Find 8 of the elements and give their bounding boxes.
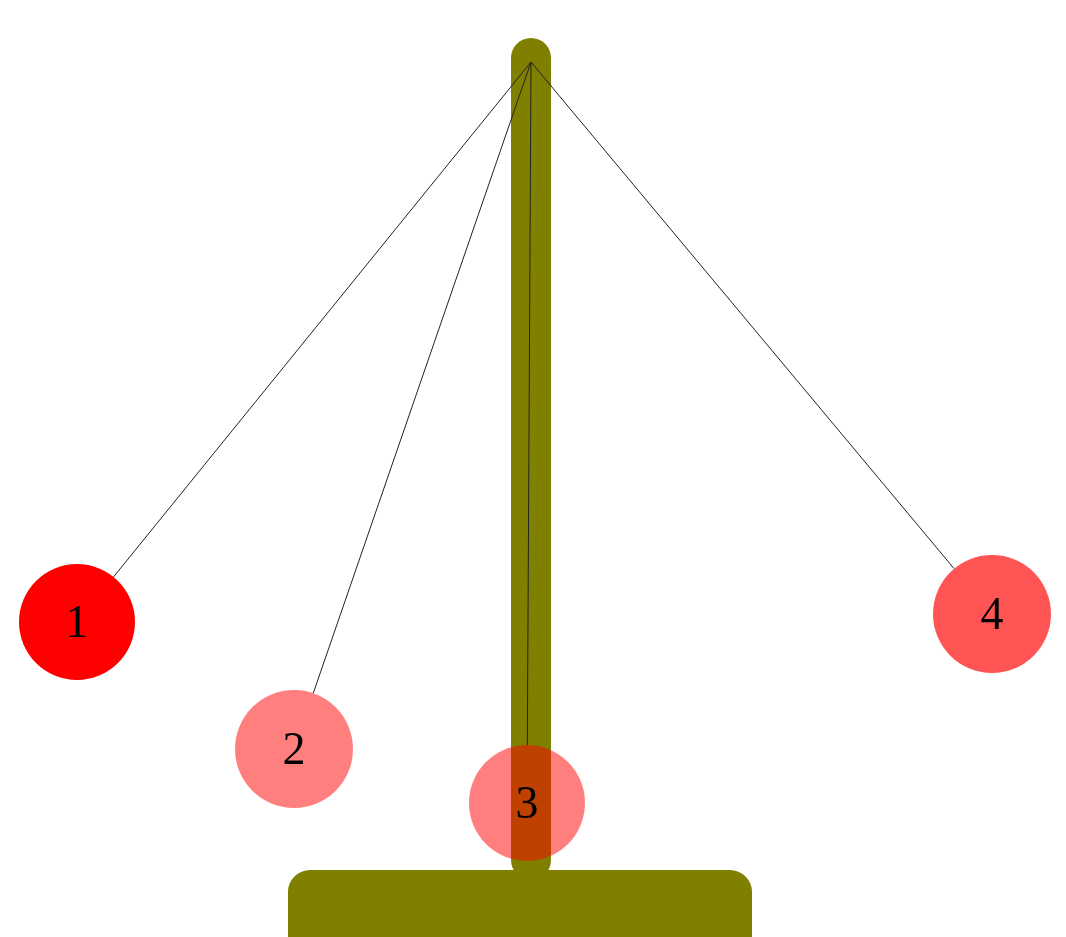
string-line [113, 61, 532, 578]
string-line [312, 61, 532, 694]
string-line [526, 61, 532, 746]
ball-number: 1 [65, 599, 89, 645]
ball-number: 4 [980, 591, 1004, 637]
ball-number: 3 [515, 780, 539, 826]
string-line [530, 61, 955, 570]
ball-number: 2 [282, 726, 306, 772]
